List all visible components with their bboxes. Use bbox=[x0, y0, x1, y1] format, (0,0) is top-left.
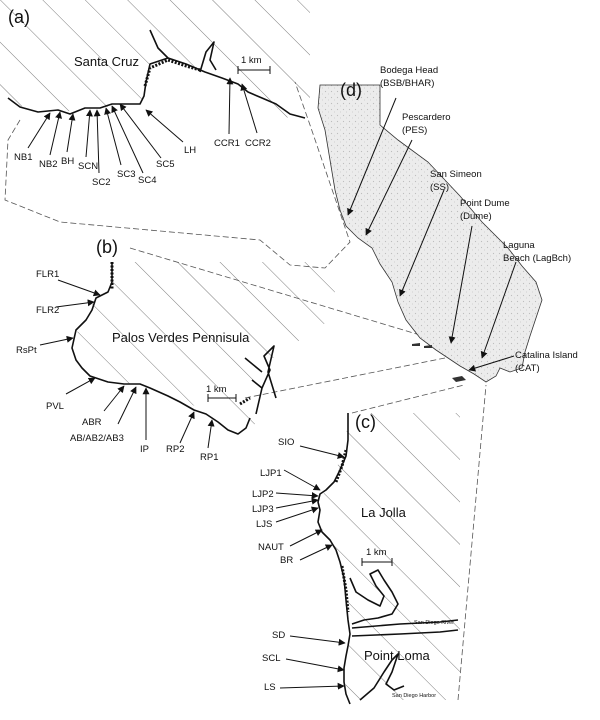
site-label-ip: IP bbox=[140, 444, 149, 455]
region-label-pescardero-code: (PES) bbox=[402, 125, 427, 136]
panel-a-place-label: Santa Cruz bbox=[74, 54, 139, 69]
site-label-ccr1: CCR1 bbox=[214, 138, 240, 149]
site-label-sc4: SC4 bbox=[138, 175, 156, 186]
panel-a-land bbox=[0, 0, 310, 120]
site-label-lh: LH bbox=[184, 145, 196, 156]
panel-a-harbor bbox=[199, 41, 217, 73]
panel-c-river bbox=[351, 619, 459, 629]
panel-b-arrows bbox=[39, 279, 215, 449]
site-label-ljp3: LJP3 bbox=[252, 504, 274, 515]
site-label-sio: SIO bbox=[278, 437, 294, 448]
panel-a-scale-text: 1 km bbox=[241, 55, 262, 66]
site-label-rp1: RP1 bbox=[200, 452, 218, 463]
panel-c-site-bar-2 bbox=[340, 565, 350, 613]
region-label-catalina: Catalina Island bbox=[515, 350, 578, 361]
panel-c-site-labels: SIO LJP1 LJP2 LJP3 LJS NAUT BR SD SCL LS bbox=[252, 437, 294, 693]
site-label-sc5: SC5 bbox=[156, 159, 174, 170]
panel-d-arrows bbox=[347, 97, 517, 372]
site-label-scl: SCL bbox=[262, 653, 280, 664]
site-label-flr1: FLR1 bbox=[36, 269, 59, 280]
site-label-bh: BH bbox=[61, 156, 74, 167]
panel-b-scale-text: 1 km bbox=[206, 384, 227, 395]
panel-a: (a) Santa Cruz 1 km NB1 NB2 BH SCN SC bbox=[0, 0, 310, 188]
site-label-ccr2: CCR2 bbox=[245, 138, 271, 149]
panel-c-place-point-loma: Point Loma bbox=[364, 648, 431, 663]
panel-b-harbor-branch bbox=[244, 357, 263, 389]
panel-b-label: (b) bbox=[96, 237, 118, 257]
region-label-san-simeon: San Simeon bbox=[430, 169, 482, 180]
site-label-nb2: NB2 bbox=[39, 159, 57, 170]
site-label-pvl: PVL bbox=[46, 401, 64, 412]
panel-c-arrows bbox=[275, 445, 346, 690]
panel-a-inlet bbox=[149, 29, 169, 59]
panel-b: (b) Palos Verdes Pennisula 1 km FLR1 FLR… bbox=[16, 237, 340, 463]
panel-c-land bbox=[316, 413, 460, 700]
site-label-rp2: RP2 bbox=[166, 444, 184, 455]
panel-c-river-2 bbox=[351, 629, 459, 637]
panel-c-water-harbor: San Diego Harbor bbox=[392, 693, 436, 699]
panel-c-mission-bay bbox=[349, 569, 399, 625]
zoom-line-b-bottom bbox=[244, 354, 461, 399]
panel-b-place-label: Palos Verdes Pennisula bbox=[112, 330, 250, 345]
panel-b-land bbox=[72, 262, 340, 434]
panel-d: (d) Bodega Head (BSB/BHAR) Pescardero (P… bbox=[317, 65, 578, 383]
zoom-line-c-right bbox=[457, 384, 487, 701]
panel-c: (c) La Jolla Point Loma San Diego River … bbox=[252, 412, 460, 705]
panel-d-region-labels: Bodega Head (BSB/BHAR) Pescardero (PES) … bbox=[380, 65, 578, 374]
panel-a-arrows bbox=[27, 77, 258, 174]
region-label-laguna-beach-code: Beach (LagBch) bbox=[503, 253, 571, 264]
panel-c-label: (c) bbox=[355, 412, 376, 432]
panel-c-coastline bbox=[317, 413, 351, 705]
region-label-san-simeon-code: (SS) bbox=[430, 182, 449, 193]
panel-d-label: (d) bbox=[340, 80, 362, 100]
site-label-ab: AB/AB2/AB3 bbox=[70, 433, 124, 444]
zoom-outline-a bbox=[4, 81, 351, 269]
region-label-catalina-code: (CAT) bbox=[515, 363, 540, 374]
region-label-point-dume: Point Dume bbox=[460, 198, 510, 209]
site-label-sc3: SC3 bbox=[117, 169, 135, 180]
site-label-br: BR bbox=[280, 555, 293, 566]
site-label-abr: ABR bbox=[82, 417, 102, 428]
site-label-ljp1: LJP1 bbox=[260, 468, 282, 479]
panel-b-coastline bbox=[71, 262, 251, 435]
panel-c-scalebar: 1 km bbox=[361, 547, 393, 566]
panel-a-label: (a) bbox=[8, 7, 30, 27]
panel-b-site-labels: FLR1 FLR2 RsPt PVL ABR AB/AB2/AB3 IP RP2… bbox=[16, 269, 218, 463]
region-label-bodega-head-code: (BSB/BHAR) bbox=[380, 78, 434, 89]
panel-b-scalebar: 1 km bbox=[206, 384, 237, 402]
panel-c-scale-text: 1 km bbox=[366, 547, 387, 558]
region-label-laguna-beach: Laguna bbox=[503, 240, 535, 251]
panel-a-scalebar: 1 km bbox=[237, 55, 271, 74]
california-outline bbox=[317, 84, 543, 383]
site-label-scn: SCN bbox=[78, 161, 98, 172]
panel-b-site-bar-2 bbox=[239, 396, 251, 406]
panel-a-site-bar bbox=[143, 58, 201, 87]
site-label-flr2: FLR2 bbox=[36, 305, 59, 316]
site-label-naut: NAUT bbox=[258, 542, 284, 553]
region-label-bodega-head: Bodega Head bbox=[380, 65, 438, 76]
site-label-ls: LS bbox=[264, 682, 276, 693]
site-label-sc2: SC2 bbox=[92, 177, 110, 188]
catalina-island bbox=[452, 376, 466, 382]
region-label-pescardero: Pescardero bbox=[402, 112, 451, 123]
site-label-nb1: NB1 bbox=[14, 152, 32, 163]
site-label-sd: SD bbox=[272, 630, 285, 641]
zoom-line-c-left bbox=[351, 384, 465, 414]
site-label-rspt: RsPt bbox=[16, 345, 37, 356]
site-label-ljp2: LJP2 bbox=[252, 489, 274, 500]
panel-c-harbor bbox=[359, 653, 405, 701]
panel-a-site-labels: NB1 NB2 BH SCN SC2 SC3 SC4 SC5 LH CCR1 C… bbox=[14, 138, 271, 188]
channel-islands bbox=[412, 343, 432, 348]
panel-c-water-river: San Diego River bbox=[414, 620, 454, 626]
panel-c-place-la-jolla: La Jolla bbox=[361, 505, 407, 520]
region-label-point-dume-code: (Dume) bbox=[460, 211, 492, 222]
site-label-ljs: LJS bbox=[256, 519, 272, 530]
